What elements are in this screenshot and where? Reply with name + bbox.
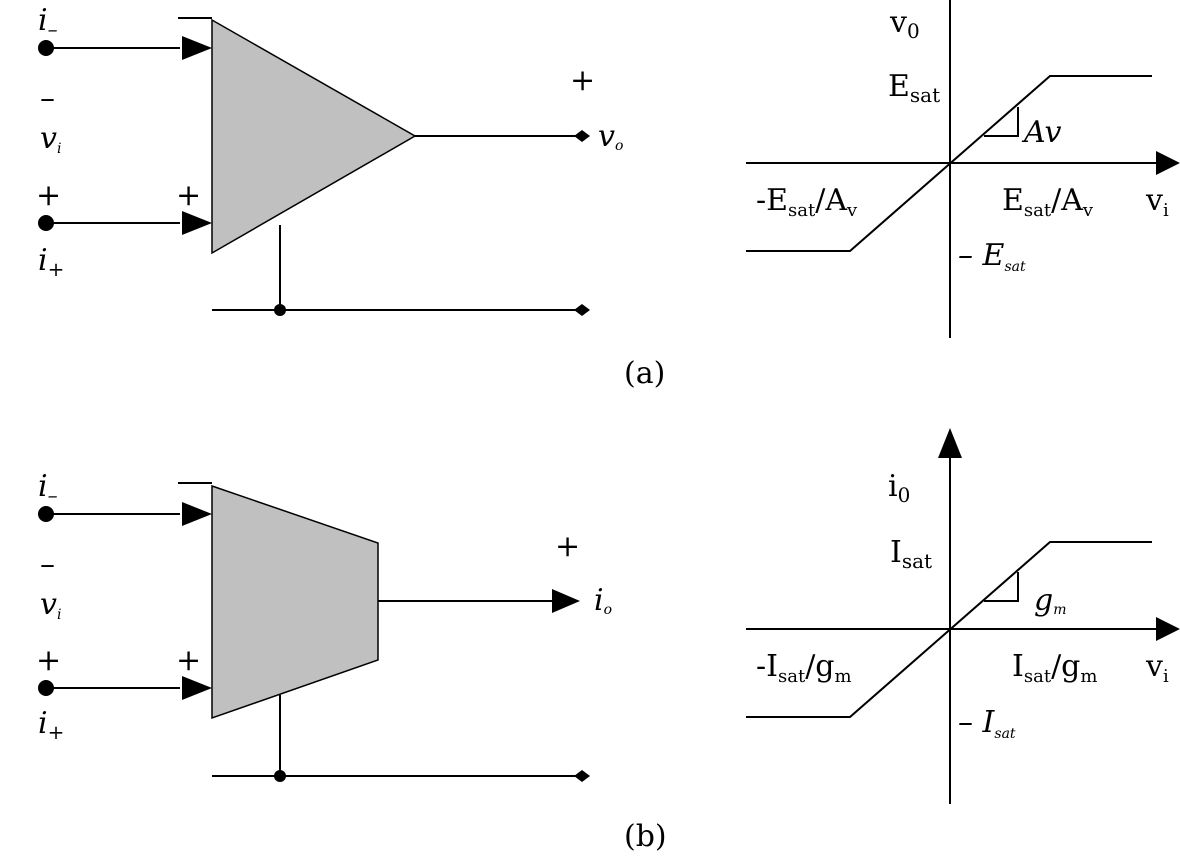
x-axis-arrow-b bbox=[1156, 617, 1180, 641]
noninverting-input-terminal bbox=[38, 215, 54, 231]
label-plus-output: + bbox=[570, 63, 595, 98]
label-plus-left: + bbox=[36, 178, 61, 213]
label-pos-isat-gm: Isat/gm bbox=[1012, 649, 1097, 687]
transfer-curve-line-a bbox=[746, 75, 1152, 252]
inverting-input-arrow-b bbox=[182, 502, 212, 526]
label-plus-input: + bbox=[176, 178, 201, 213]
label-vi-axis-b: vi bbox=[1145, 649, 1169, 687]
label-minus-sign-b: – bbox=[40, 547, 55, 582]
transfer-curve-line-b bbox=[746, 541, 1152, 718]
ota-circuit-b: i– – vi + + i+ + io bbox=[36, 469, 612, 782]
caption-b: (b) bbox=[624, 819, 667, 854]
inverting-input-terminal bbox=[38, 40, 54, 56]
panel-a: i– – vi + + i+ + vo v0 Esat Av -Esat/Av … bbox=[36, 0, 1180, 391]
label-i-plus: i+ bbox=[38, 243, 64, 281]
label-io: io bbox=[594, 583, 612, 618]
label-i0: i0 bbox=[888, 469, 910, 507]
output-current-arrow bbox=[552, 589, 580, 613]
opamp-triangle bbox=[211, 18, 417, 255]
ground-terminal bbox=[574, 304, 590, 316]
label-pos-esat-av: Esat/Av bbox=[1002, 183, 1094, 221]
label-av: Av bbox=[1021, 115, 1061, 150]
label-i-plus-b: i+ bbox=[38, 706, 64, 744]
label-vi: vi bbox=[40, 121, 61, 157]
ground-terminal-b bbox=[574, 770, 590, 782]
label-plus-input-b: + bbox=[176, 643, 201, 678]
label-isat: Isat bbox=[890, 535, 932, 573]
ground-node-b bbox=[274, 770, 286, 782]
slope-triangle-a bbox=[984, 107, 1019, 137]
label-neg-esat-av: -Esat/Av bbox=[756, 183, 858, 221]
slope-triangle-b bbox=[984, 572, 1019, 602]
opamp-circuit-a: i– – vi + + i+ + vo bbox=[36, 3, 623, 316]
ground-node bbox=[274, 304, 286, 316]
y-axis-arrow-b bbox=[938, 428, 962, 458]
inverting-input-arrow bbox=[182, 36, 212, 60]
panel-b: i– – vi + + i+ + io i0 Isat gm -Isat/gm … bbox=[36, 428, 1180, 854]
label-plus-left-b: + bbox=[36, 643, 61, 678]
ota-trapezoid bbox=[211, 484, 379, 720]
noninverting-input-arrow bbox=[182, 211, 212, 235]
label-vo: vo bbox=[598, 119, 623, 154]
label-i-minus: i– bbox=[38, 3, 58, 41]
label-vi-b: vi bbox=[40, 587, 61, 623]
label-neg-esat: – Esat bbox=[958, 238, 1026, 275]
noninverting-input-terminal-b bbox=[38, 680, 54, 696]
label-vi-axis-a: vi bbox=[1145, 183, 1169, 221]
transfer-curve-b: i0 Isat gm -Isat/gm Isat/gm vi – Isat bbox=[746, 428, 1180, 804]
label-plus-output-b: + bbox=[555, 529, 580, 564]
label-minus-sign: – bbox=[40, 81, 55, 116]
output-terminal bbox=[574, 130, 590, 142]
label-neg-isat: – Isat bbox=[958, 705, 1016, 742]
label-i-minus-b: i– bbox=[38, 469, 58, 507]
label-neg-isat-gm: -Isat/gm bbox=[756, 649, 852, 687]
label-esat: Esat bbox=[888, 69, 940, 107]
inverting-input-terminal-b bbox=[38, 506, 54, 522]
caption-a: (a) bbox=[624, 356, 665, 391]
label-gm: gm bbox=[1034, 583, 1067, 618]
noninverting-input-arrow-b bbox=[182, 676, 212, 700]
label-v0: v0 bbox=[889, 5, 920, 43]
x-axis-arrow-a bbox=[1156, 151, 1180, 175]
transfer-curve-a: v0 Esat Av -Esat/Av Esat/Av vi – Esat bbox=[746, 0, 1180, 338]
